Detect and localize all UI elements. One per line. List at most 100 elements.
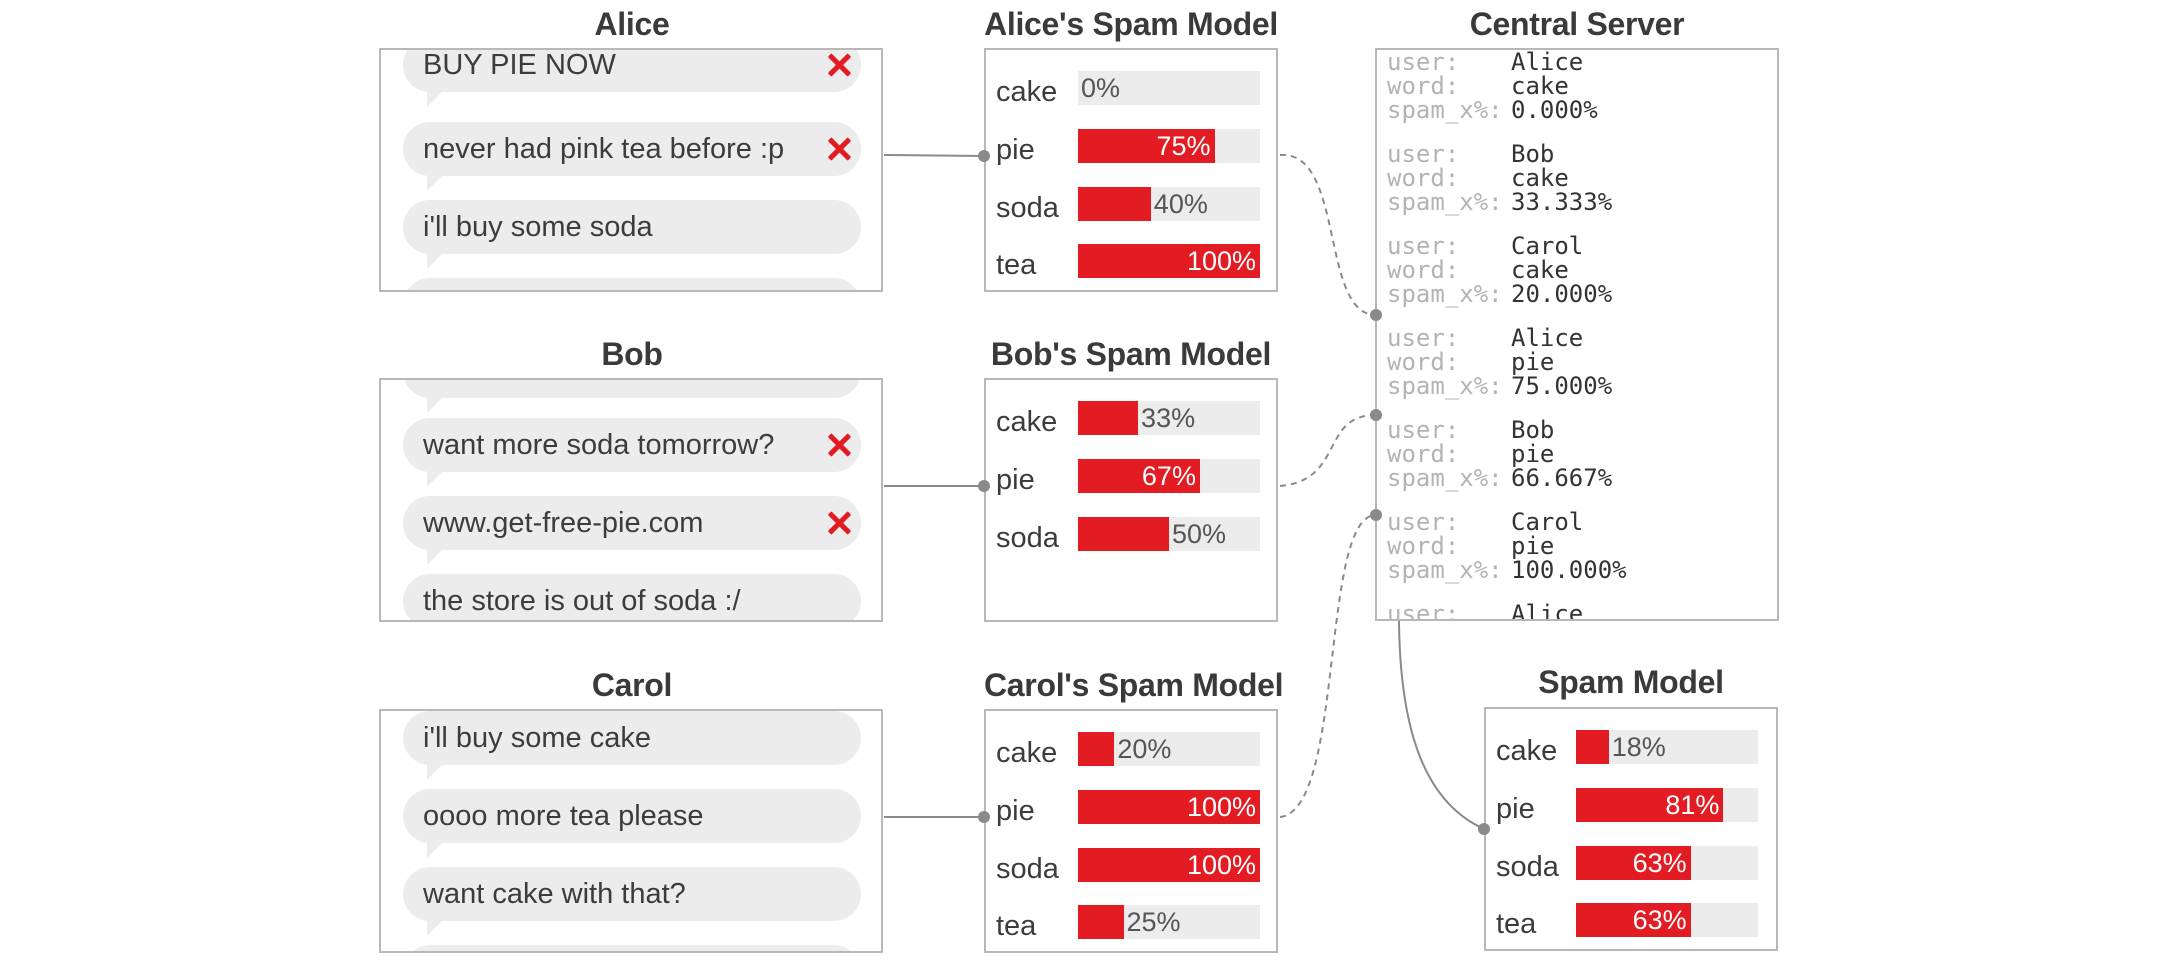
connector-dot bbox=[1370, 509, 1382, 521]
key-word: word: bbox=[1387, 348, 1460, 376]
value-user: Bob bbox=[1511, 140, 1555, 168]
spam-bar-fill bbox=[1576, 730, 1609, 764]
log-entry: user:Alice word:cake spam_x%:0.000% bbox=[1387, 50, 1767, 122]
spam-bar-fill bbox=[1078, 790, 1260, 824]
spam-percent: 100% bbox=[1186, 792, 1256, 822]
model-title-bob: Bob's Spam Model bbox=[990, 336, 1272, 372]
chat-panel-bob[interactable]: want more soda tomorrow? www.get-free-pi… bbox=[379, 378, 883, 622]
model-title-carol: Carol's Spam Model bbox=[984, 667, 1284, 703]
model-row-soda: soda 100% bbox=[986, 848, 1276, 885]
key-user: user: bbox=[1387, 508, 1460, 536]
word-label: cake bbox=[996, 76, 1058, 108]
global-model-title: Spam Model bbox=[1538, 664, 1724, 700]
value-user: Alice bbox=[1511, 48, 1584, 76]
spam-bar-fill bbox=[1576, 788, 1724, 822]
connector-dot bbox=[1370, 309, 1382, 321]
spam-bar-track: 63% bbox=[1576, 903, 1758, 937]
spam-bar-track: 100% bbox=[1078, 244, 1260, 278]
spam-model-carol: cake 20% pie 100% soda 100% tea 25% bbox=[984, 709, 1278, 953]
key-spam: spam_x%: bbox=[1387, 556, 1503, 584]
spam-bar-track: 33% bbox=[1078, 401, 1260, 435]
word-label: cake bbox=[996, 737, 1058, 769]
model-row-cake: cake 33% bbox=[986, 401, 1276, 438]
chat-panel-alice[interactable]: BUY PIE NOW never had pink tea before :p… bbox=[379, 48, 883, 292]
word-label: pie bbox=[996, 464, 1035, 496]
message-bubble: want more soda tomorrow? bbox=[403, 418, 861, 487]
value-word: cake bbox=[1511, 72, 1569, 100]
chat-panel-carol[interactable]: i'll buy some cake oooo more tea please … bbox=[379, 709, 883, 953]
message-text: want more soda tomorrow? bbox=[423, 429, 775, 461]
message-text: oooo more tea please bbox=[423, 800, 704, 832]
message-bubble: the store is out of soda :/ bbox=[403, 574, 861, 620]
log-entry: user:Carol word:cake spam_x%:20.000% bbox=[1387, 234, 1767, 306]
connector-server-to-global-model bbox=[1398, 620, 1485, 830]
value-spam: 100.000% bbox=[1511, 556, 1627, 584]
connector-alice-to-model bbox=[883, 154, 985, 157]
value-spam: 0.000% bbox=[1511, 96, 1598, 124]
spam-bar-fill bbox=[1078, 732, 1115, 766]
connector-dot bbox=[978, 811, 990, 823]
spam-bar-fill bbox=[1078, 244, 1260, 278]
value-user: Carol bbox=[1511, 508, 1584, 536]
client-title-alice: Alice bbox=[594, 6, 670, 42]
value-user: Bob bbox=[1511, 416, 1555, 444]
connector-dot bbox=[1370, 409, 1382, 421]
connector-bob-model-to-server bbox=[1279, 414, 1377, 487]
spam-percent: 100% bbox=[1186, 246, 1256, 276]
key-user: user: bbox=[1387, 232, 1460, 260]
value-word: pie bbox=[1511, 348, 1555, 376]
value-word: pie bbox=[1511, 440, 1555, 468]
key-spam: spam_x%: bbox=[1387, 372, 1503, 400]
word-label: tea bbox=[1496, 908, 1537, 940]
spam-bar-track: 75% bbox=[1078, 129, 1260, 163]
model-row-pie: pie 75% bbox=[986, 129, 1276, 166]
value-user: Alice bbox=[1511, 600, 1584, 621]
spam-percent: 18% bbox=[1611, 732, 1666, 762]
spam-percent: 0% bbox=[1081, 73, 1121, 103]
model-row-soda: soda 40% bbox=[986, 187, 1276, 224]
key-word: word: bbox=[1387, 164, 1460, 192]
value-spam: 33.333% bbox=[1511, 188, 1613, 216]
word-label: soda bbox=[996, 522, 1059, 554]
key-word: word: bbox=[1387, 256, 1460, 284]
model-title-alice: Alice's Spam Model bbox=[984, 6, 1278, 42]
message-bubble bbox=[403, 380, 861, 413]
key-word: word: bbox=[1387, 440, 1460, 468]
value-word: pie bbox=[1511, 532, 1555, 560]
message-text: www.get-free-pie.com bbox=[423, 507, 704, 539]
log-entry: user:Bob word:pie spam_x%:66.667% bbox=[1387, 418, 1767, 490]
model-row-pie: pie 67% bbox=[986, 459, 1276, 496]
word-label: tea bbox=[996, 249, 1037, 281]
message-bubble: i'll buy some cake bbox=[403, 711, 861, 780]
spam-bar-fill bbox=[1078, 459, 1200, 493]
key-user: user: bbox=[1387, 416, 1460, 444]
word-label: pie bbox=[996, 795, 1035, 827]
spam-percent: 33% bbox=[1141, 403, 1196, 433]
message-text: never had pink tea before :p bbox=[423, 133, 785, 165]
value-spam: 66.667% bbox=[1511, 464, 1613, 492]
message-text: the store is out of soda :/ bbox=[423, 585, 741, 617]
model-row-cake: cake 0% bbox=[986, 71, 1276, 108]
global-spam-model: cake 18% pie 81% soda 63% tea 63% bbox=[1484, 707, 1778, 951]
model-row-tea: tea 25% bbox=[986, 905, 1276, 942]
spam-model-alice: cake 0% pie 75% soda 40% tea 100% bbox=[984, 48, 1278, 292]
value-user: Carol bbox=[1511, 232, 1584, 260]
spam-bar-track: 100% bbox=[1078, 848, 1260, 882]
connector-carol-model-to-server bbox=[1279, 514, 1377, 818]
spam-bar-track: 20% bbox=[1078, 732, 1260, 766]
spam-percent: 67% bbox=[1141, 461, 1196, 491]
word-label: tea bbox=[996, 910, 1037, 942]
server-log-panel[interactable]: user:Alice word:cake spam_x%:0.000% user… bbox=[1375, 48, 1779, 621]
word-label: pie bbox=[996, 134, 1035, 166]
spam-bar-track: 18% bbox=[1576, 730, 1758, 764]
message-bubble: oooo more tea please bbox=[403, 789, 861, 858]
key-spam: spam_x%: bbox=[1387, 188, 1503, 216]
message-bubble: never had pink tea before :p bbox=[403, 122, 861, 191]
word-label: soda bbox=[996, 192, 1059, 224]
word-label: pie bbox=[1496, 793, 1535, 825]
spam-bar-fill bbox=[1078, 905, 1124, 939]
spam-bar-track: 100% bbox=[1078, 790, 1260, 824]
model-row-cake: cake 18% bbox=[1486, 730, 1776, 767]
spam-bar-fill bbox=[1576, 903, 1691, 937]
